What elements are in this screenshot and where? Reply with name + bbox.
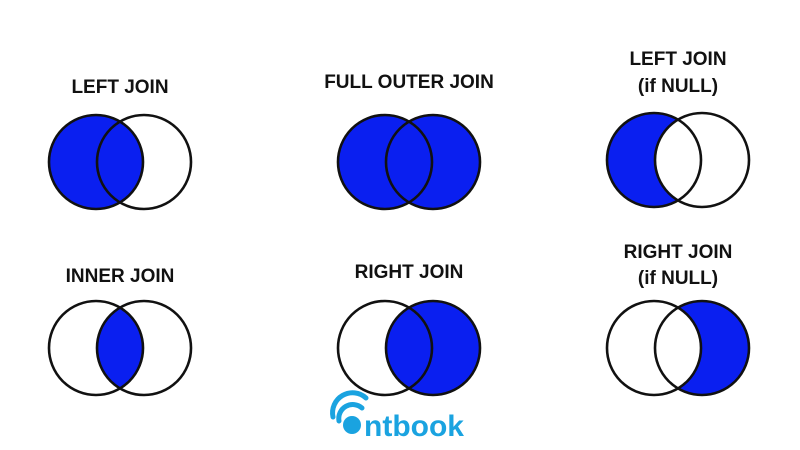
venn-right-join-if-null: RIGHT JOIN (if NULL): [605, 242, 751, 397]
venn-title-line: (if NULL): [638, 76, 718, 97]
venn-right-join: RIGHT JOIN: [336, 262, 482, 397]
venn-left-join-if-null: LEFT JOIN (if NULL): [605, 49, 751, 209]
venn-right-circle: [384, 113, 482, 211]
venn-right-circle: [95, 113, 193, 211]
eye-logo-icon: [330, 390, 369, 434]
venn-full-outer-join: FULL OUTER JOIN: [324, 72, 494, 211]
venn-left-join: LEFT JOIN: [47, 77, 193, 211]
venn-left-circle: [605, 299, 703, 397]
venn-title-line: (if NULL): [638, 268, 718, 289]
venn-title-line: RIGHT JOIN: [355, 262, 464, 283]
venn-panels: LEFT JOIN FULL OUTER JOIN LEFT JOIN (if NUL…: [47, 49, 751, 397]
venn-right-circle: [653, 111, 751, 209]
venn-shaded-region: [338, 115, 480, 209]
venn-right-circle: [95, 299, 193, 397]
venn-right-circle: [384, 299, 482, 397]
venn-left-circle: [336, 299, 434, 397]
venn-left-circle: [336, 113, 434, 211]
venn-shaded-region: [97, 301, 143, 395]
venn-title-line: INNER JOIN: [66, 266, 175, 287]
venn-title-line: RIGHT JOIN: [624, 242, 733, 263]
venn-title-line: LEFT JOIN: [71, 77, 168, 98]
venn-left-circle: [47, 299, 145, 397]
venn-title-line: LEFT JOIN: [629, 49, 726, 70]
venn-inner-join: INNER JOIN: [47, 266, 193, 397]
watermark: ntbook: [330, 390, 464, 443]
watermark-text: ntbook: [364, 410, 464, 443]
venn-title-line: FULL OUTER JOIN: [324, 72, 494, 93]
venn-right-circle: [653, 299, 751, 397]
venn-left-circle: [605, 111, 703, 209]
venn-left-circle: [47, 113, 145, 211]
